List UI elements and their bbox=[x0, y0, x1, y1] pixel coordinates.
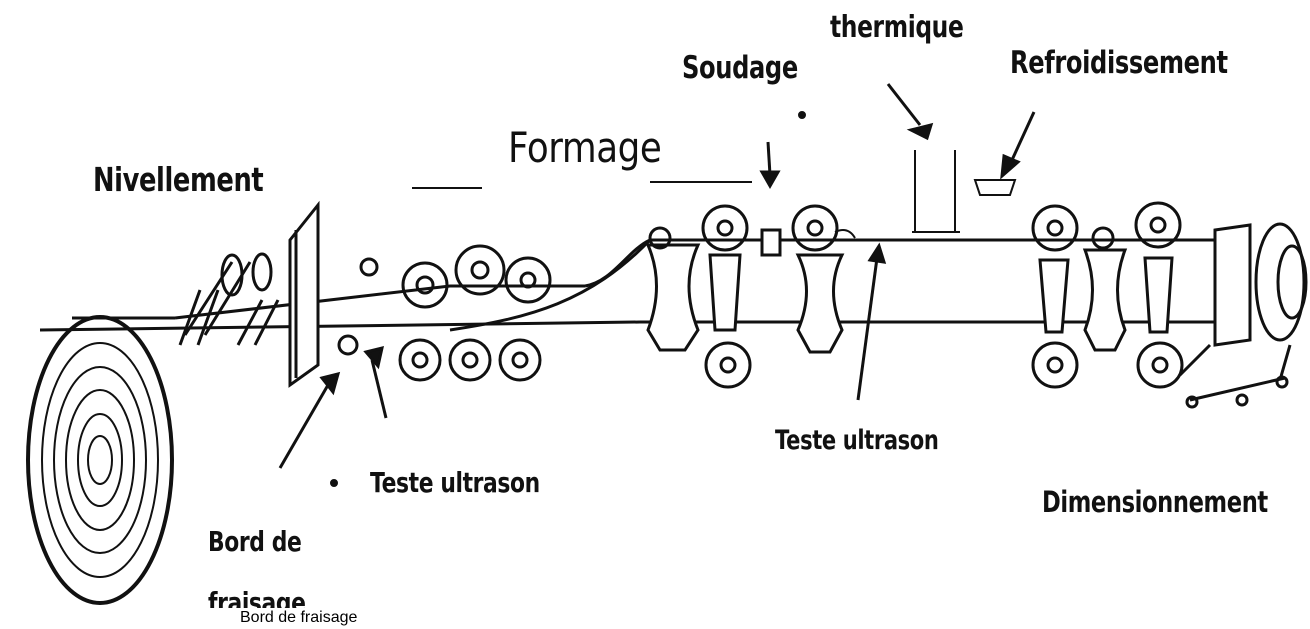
figure-caption: Bord de fraisage bbox=[240, 609, 357, 627]
label-dimensionnement: Dimensionnement bbox=[1042, 485, 1268, 519]
roller-stands bbox=[648, 150, 1015, 387]
label-thermique: thermique bbox=[830, 10, 963, 45]
label-soudage: Soudage bbox=[682, 50, 798, 86]
label-formage: Formage bbox=[508, 123, 661, 172]
label-refroidissement: Refroidissement bbox=[1010, 45, 1228, 81]
label-nivellement: Nivellement bbox=[93, 160, 263, 199]
label-teste-ultrason-1: Teste ultrason bbox=[370, 466, 540, 499]
label-bord-de: Bord de bbox=[208, 525, 301, 558]
pipe-end-cart bbox=[1180, 224, 1306, 407]
leveling-rollers bbox=[180, 254, 278, 345]
label-teste-ultrason-2: Teste ultrason bbox=[775, 425, 938, 456]
forming-rollers bbox=[400, 182, 752, 380]
steel-coil bbox=[28, 317, 175, 603]
label-fraisage-cut: fraisage bbox=[208, 586, 306, 608]
sizing-rollers bbox=[1033, 203, 1182, 387]
